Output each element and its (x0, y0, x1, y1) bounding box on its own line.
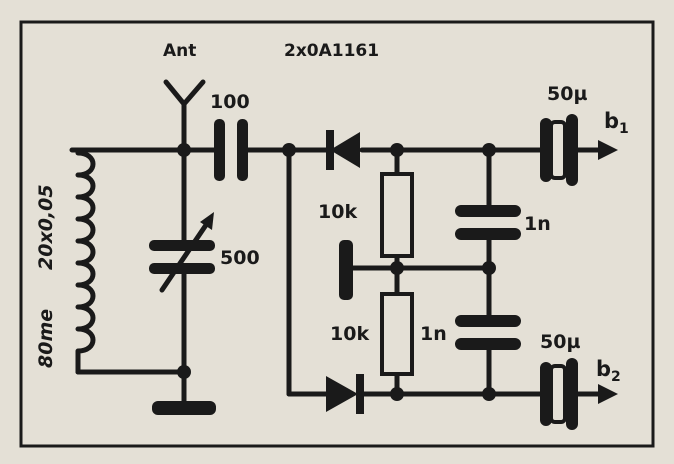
junction-dot (390, 261, 404, 275)
coil-turns-label: 20x0,05 (35, 184, 57, 270)
diode-top-bar (326, 130, 334, 170)
cap-1n-bottom-label: 1n (420, 323, 447, 345)
cap-100-label: 100 (210, 91, 250, 113)
coil-core-label: 80me (35, 309, 57, 368)
output-bottom-label: b2 (596, 357, 621, 385)
output-bottom-letter: b (596, 357, 611, 381)
ground-bar (152, 401, 216, 415)
resistor-top-label: 10k (318, 201, 357, 223)
varcap-plate-top (149, 240, 215, 251)
output-arrow-bottom (598, 384, 618, 404)
frame-border (19, 20, 655, 448)
resistor-top (380, 172, 414, 258)
antenna-label: Ant (163, 41, 196, 61)
cap-1n-top-plate-b (455, 228, 521, 240)
cap-1n-top-label: 1n (524, 213, 551, 235)
varcap-label: 500 (220, 247, 260, 269)
varcap-plate-bottom (149, 263, 215, 274)
coil-inductor (69, 147, 96, 375)
cap-1n-bot-plate-a (455, 315, 521, 327)
cap-50u-top-hollow (549, 120, 567, 180)
diode-top (330, 132, 360, 168)
cap-50u-top-plate-b (566, 114, 578, 186)
cap-100-plate-right (237, 119, 248, 181)
varcap-arrow-line (159, 219, 211, 293)
cap-50u-top-label: 50µ (547, 83, 587, 105)
antenna-symbol (163, 79, 206, 107)
cap-50u-bottom-label: 50µ (540, 331, 580, 353)
junction-dot (177, 365, 191, 379)
junction-dot (390, 143, 404, 157)
cap-100-plate-left (214, 119, 225, 181)
junction-dot (282, 143, 296, 157)
junction-dot (482, 143, 496, 157)
varcap-arrow-head (200, 212, 214, 230)
resistor-bottom (380, 292, 414, 376)
diode-type-label: 2x0A1161 (284, 41, 379, 61)
output-top-sub: 1 (619, 121, 629, 137)
cap-1n-bot-plate-b (455, 338, 521, 350)
junction-dot (482, 387, 496, 401)
junction-dot (390, 387, 404, 401)
cap-50u-bot-plate-b (566, 358, 578, 430)
resistor-bottom-label: 10k (330, 323, 369, 345)
diode-bottom-bar (356, 374, 364, 414)
junction-dot (177, 143, 191, 157)
output-top-letter: b (604, 109, 619, 133)
junction-dot (482, 261, 496, 275)
output-arrow-top (598, 140, 618, 160)
mid-bar (339, 240, 353, 300)
diode-bottom (326, 376, 358, 412)
output-top-label: b1 (604, 109, 629, 137)
cap-50u-bot-hollow (549, 364, 567, 424)
cap-1n-top-plate-a (455, 205, 521, 217)
output-bottom-sub: 2 (611, 369, 621, 385)
